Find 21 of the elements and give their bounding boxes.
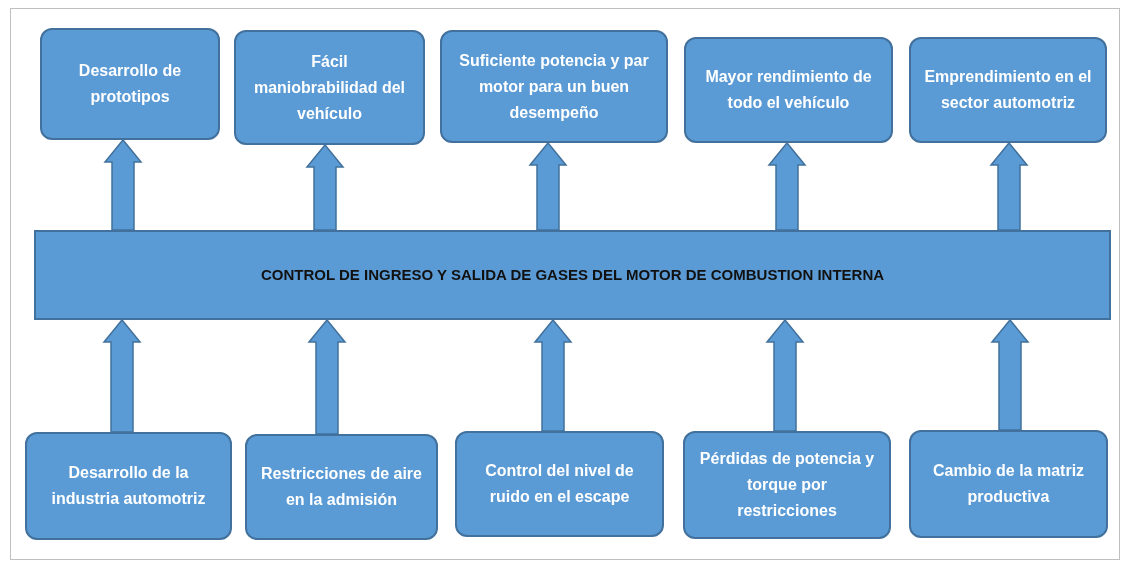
block-arrow xyxy=(103,138,143,231)
block-arrow xyxy=(767,141,807,231)
text-box: Desarrollo de la industria automotriz xyxy=(25,432,232,540)
block-arrow xyxy=(989,141,1029,231)
text-box: Mayor rendimiento de todo el vehículo xyxy=(684,37,893,143)
block-arrow xyxy=(307,318,347,435)
text-box: Restricciones de aire en la admisión xyxy=(245,434,438,540)
block-arrow xyxy=(102,318,142,433)
central-band: CONTROL DE INGRESO Y SALIDA DE GASES DEL MOTOR DE COMBUSTION INTERNA xyxy=(34,230,1111,320)
block-arrow xyxy=(533,318,573,432)
text-box: Cambio de la matriz productiva xyxy=(909,430,1108,538)
text-box: Desarrollo de prototipos xyxy=(40,28,220,140)
block-arrow xyxy=(990,318,1030,431)
text-box: Suficiente potencia y par motor para un buen desempeño xyxy=(440,30,668,143)
block-arrow xyxy=(765,318,805,432)
block-arrow xyxy=(305,143,345,231)
block-arrow xyxy=(528,141,568,231)
text-box: Fácil maniobrabilidad del vehículo xyxy=(234,30,425,145)
text-box: Emprendimiento en el sector automotriz xyxy=(909,37,1107,143)
text-box: Control del nivel de ruido en el escape xyxy=(455,431,664,537)
text-box: Pérdidas de potencia y torque por restricciones xyxy=(683,431,891,539)
